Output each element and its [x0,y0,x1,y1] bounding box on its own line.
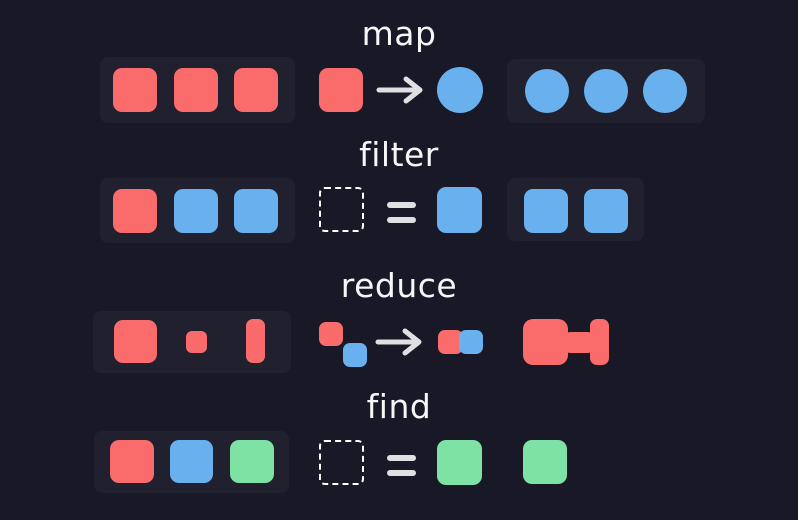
reduce-output-left [523,319,568,365]
filter-label: filter [359,135,439,174]
map-label: map [361,14,437,53]
find-input-item-3 [230,440,274,483]
filter-equals-icon [387,202,416,223]
find-output-item [523,440,567,484]
find-input-item-1 [110,440,154,483]
reduce-rhs-square-1 [438,330,463,354]
filter-output-item-1 [524,189,568,233]
map-output-item-2 [584,69,628,113]
filter-input-item-3 [234,189,278,233]
equals-bar [387,217,416,223]
filter-placeholder [319,187,364,232]
reduce-label: reduce [340,266,458,305]
map-rhs-circle [437,67,483,113]
map-input-item-1 [113,68,157,112]
map-arrow-icon [376,76,423,104]
reduce-output-right [590,319,609,365]
find-label: find [366,387,432,426]
reduce-input-item-3 [246,319,265,363]
filter-input-item-1 [113,189,157,233]
map-output-item-3 [643,69,687,113]
reduce-output-bar [566,332,592,353]
map-input-item-3 [234,68,278,112]
reduce-rhs-square-2 [459,330,483,354]
find-input-item-2 [170,440,213,483]
reduce-lhs-square-2 [343,343,367,367]
map-input-item-2 [174,68,218,112]
map-lhs-square [319,68,363,112]
find-equals-icon [387,455,416,476]
equals-bar [387,470,416,476]
filter-rhs-square [437,187,482,233]
filter-input-item-2 [174,189,218,233]
reduce-arrow-icon [375,328,422,356]
equals-bar [387,202,416,208]
filter-output-item-2 [584,189,628,233]
map-output-item-1 [525,69,569,113]
reduce-input-item-1 [114,320,157,363]
find-placeholder [319,440,364,485]
equals-bar [387,455,416,461]
reduce-input-item-2 [186,331,207,353]
find-rhs-square [437,440,482,485]
reduce-lhs-square-1 [319,322,343,346]
